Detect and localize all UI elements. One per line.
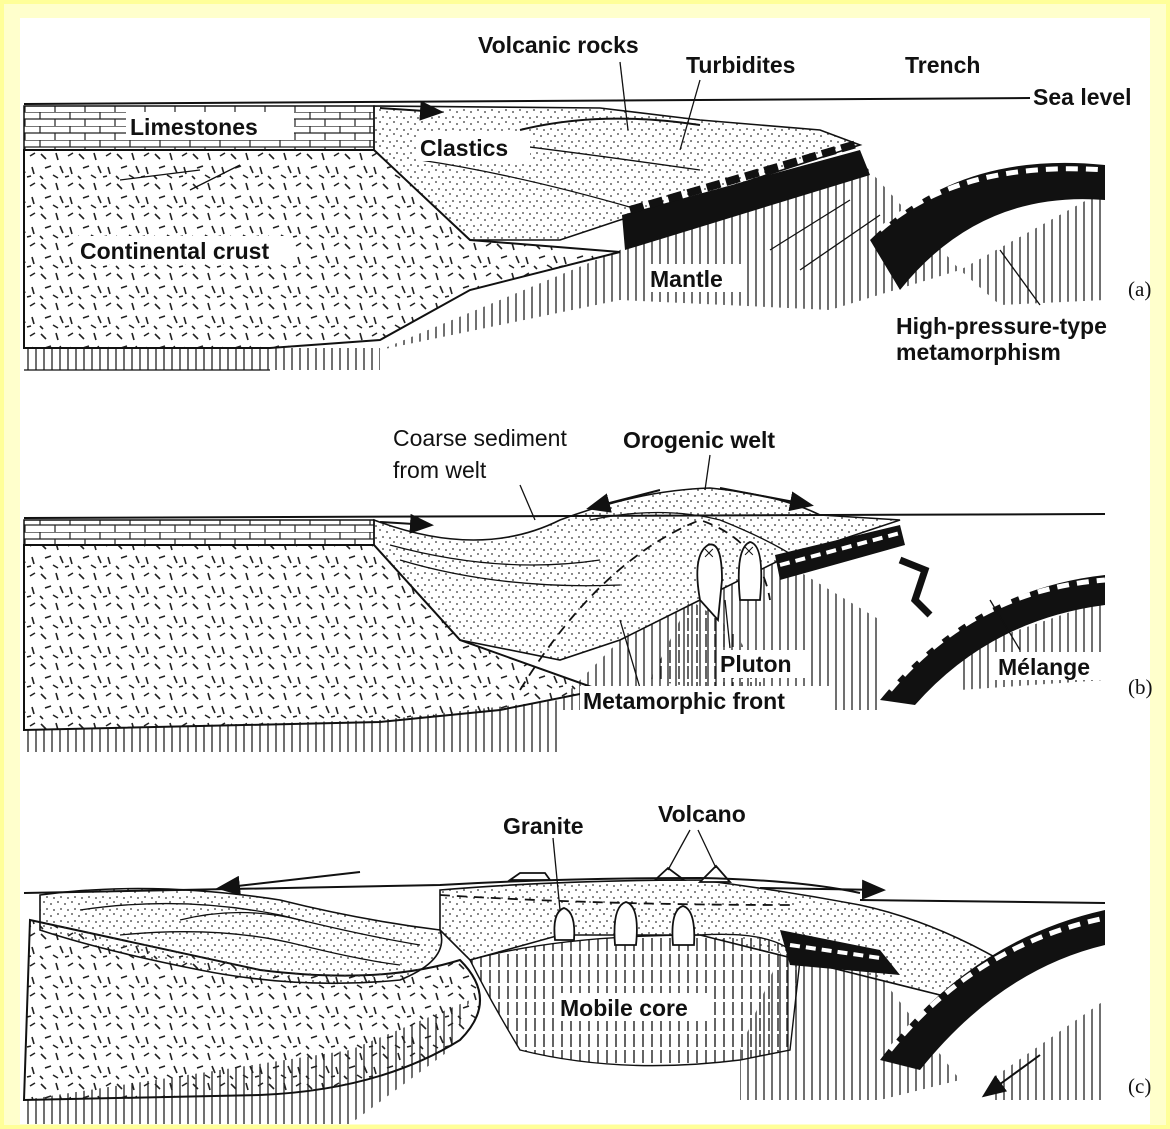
- label-turbidites: Turbidites: [686, 52, 795, 78]
- svg-text:×: ×: [743, 539, 755, 563]
- granite-body-2: [614, 902, 636, 945]
- label-trench: Trench: [905, 52, 980, 78]
- label-coarse-sediment-1: Coarse sediment: [393, 425, 567, 451]
- label-orogenic-welt: Orogenic welt: [623, 427, 775, 453]
- label-clastics: Clastics: [420, 135, 508, 161]
- label-metamorphic-front: Metamorphic front: [583, 688, 785, 714]
- label-volcano: Volcano: [658, 801, 746, 827]
- label-pluton: Pluton: [720, 651, 792, 677]
- label-limestones: Limestones: [130, 114, 258, 140]
- sea-level-line-a: [24, 98, 1030, 104]
- panel-b: × ×: [24, 455, 1105, 752]
- limestone-layer-b: [24, 520, 374, 545]
- label-high-pressure-1: High-pressure-type: [896, 313, 1107, 339]
- label-melange: Mélange: [998, 654, 1090, 680]
- svg-text:×: ×: [703, 541, 715, 565]
- mantle-base-hatch-a: [24, 348, 380, 370]
- panel-label-a: (a): [1128, 277, 1151, 301]
- label-sea-level: Sea level: [1033, 84, 1131, 110]
- panel-c: [24, 830, 1105, 1124]
- label-mobile-core: Mobile core: [560, 995, 688, 1021]
- label-volcanic-rocks: Volcanic rocks: [478, 32, 639, 58]
- label-granite: Granite: [503, 813, 584, 839]
- label-mantle: Mantle: [650, 266, 723, 292]
- label-high-pressure-2: metamorphism: [896, 339, 1061, 365]
- label-coarse-sediment-2: from welt: [393, 457, 487, 483]
- panel-label-c: (c): [1128, 1074, 1151, 1098]
- sea-level-line-c: [860, 900, 1105, 903]
- sea-level-line-b: [24, 514, 1105, 518]
- label-continental-crust: Continental crust: [80, 238, 269, 264]
- panel-label-b: (b): [1128, 675, 1153, 699]
